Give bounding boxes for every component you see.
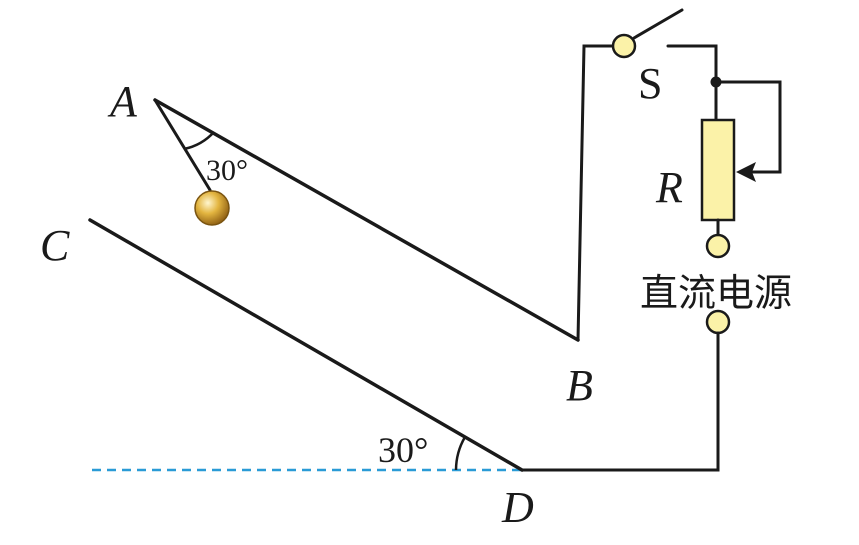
resistor — [700, 118, 736, 222]
angle-arc-thread — [183, 131, 215, 151]
label-b: B — [566, 361, 593, 410]
label-resistor: R — [655, 163, 683, 212]
rheostat-slider-wire — [714, 80, 782, 174]
switch-terminal — [611, 33, 637, 59]
thread — [153, 98, 212, 192]
label-angle-thread: 30° — [206, 154, 248, 187]
wire-switch-right — [666, 44, 718, 122]
plate-cd — [88, 218, 524, 472]
label-source: 直流电源 — [640, 271, 792, 315]
wire-b-to-switch — [576, 44, 614, 342]
source-terminal-top — [705, 233, 731, 259]
slider-arrow — [736, 162, 756, 182]
label-a: A — [107, 77, 138, 126]
charged-ball — [194, 190, 230, 226]
angle-arc-plate — [454, 436, 467, 471]
switch-blade — [632, 8, 684, 40]
label-angle-plate: 30° — [378, 430, 428, 470]
label-d: D — [501, 483, 534, 532]
wire-source-to-d — [520, 331, 720, 472]
label-switch: S — [638, 59, 662, 108]
label-c: C — [40, 221, 70, 270]
plate-ab — [153, 98, 580, 342]
